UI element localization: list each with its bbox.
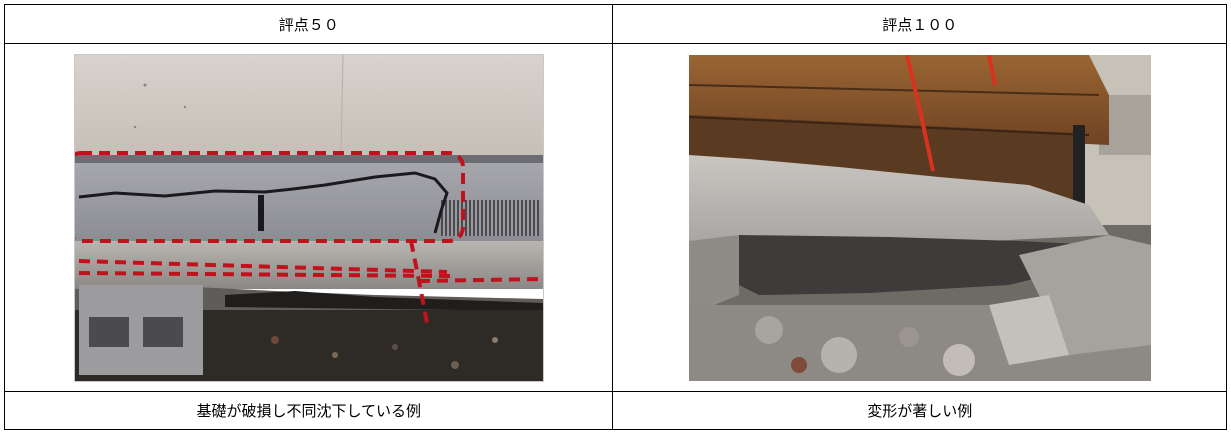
header-row: 評点５０ 評点１００ xyxy=(3,4,1227,44)
damage-rating-table: 評点５０ 評点１００ xyxy=(3,4,1227,430)
caption-row: 基礎が破損し不同沈下している例 変形が著しい例 xyxy=(3,391,1227,430)
photo-cell-left xyxy=(3,43,614,392)
foundation-crack-photo xyxy=(73,53,544,382)
caption-right: 変形が著しい例 xyxy=(612,391,1227,430)
foundation-deformation-photo xyxy=(688,54,1151,381)
photo-row xyxy=(3,43,1227,392)
caption-left: 基礎が破損し不同沈下している例 xyxy=(3,391,614,430)
photo-cell-right xyxy=(612,43,1227,392)
header-score-50: 評点５０ xyxy=(3,4,614,44)
header-score-100: 評点１００ xyxy=(612,4,1227,44)
